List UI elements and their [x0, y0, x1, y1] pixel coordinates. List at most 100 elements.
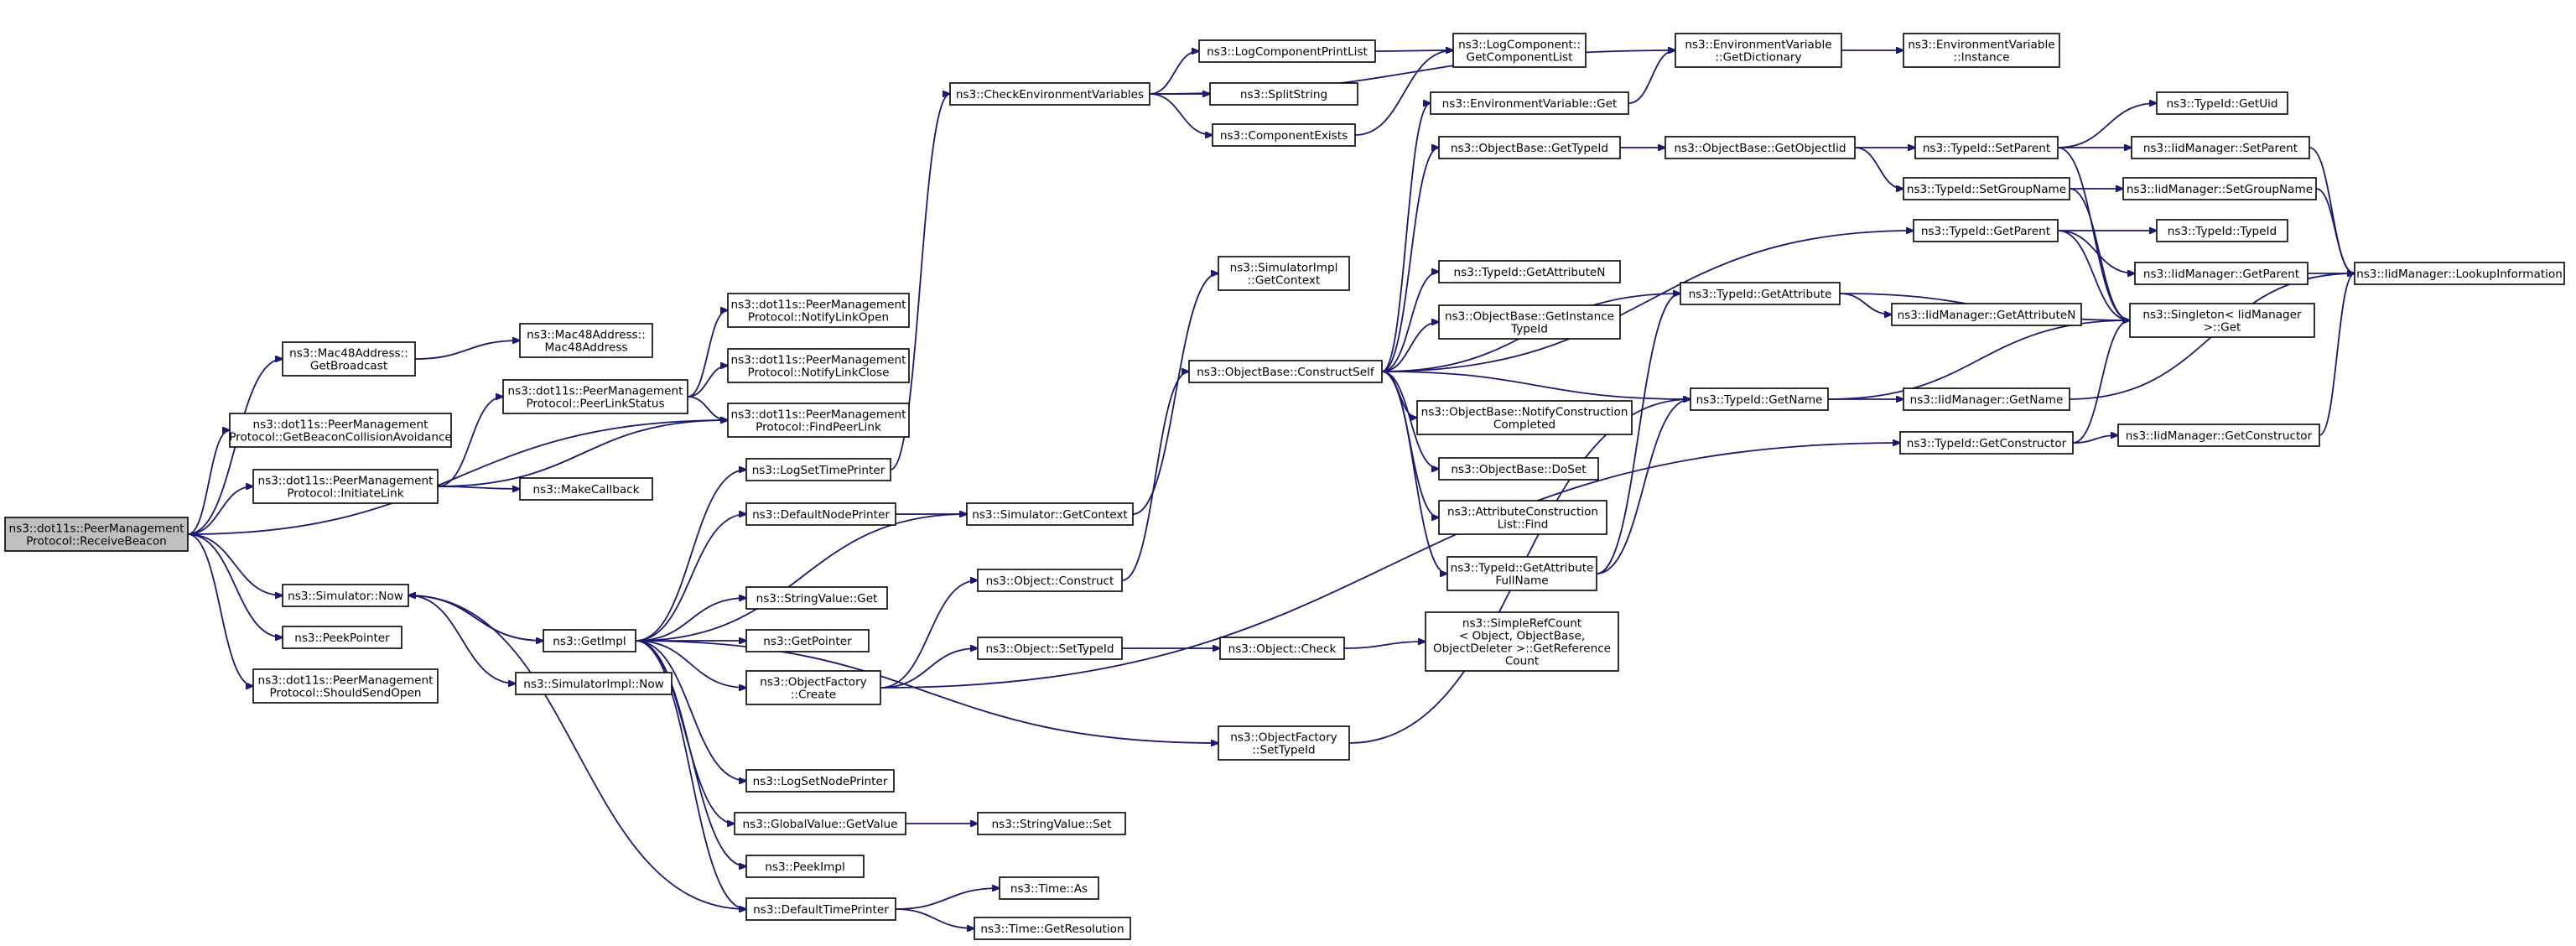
- function-node-iidLookupInformation[interactable]: ns3::IidManager::LookupInformation: [2354, 262, 2565, 285]
- call-edge-objFactoryCreate-to-typeIdGetConstructor: [880, 443, 1900, 689]
- function-node-objectCheck[interactable]: ns3::Object::Check: [1219, 637, 1345, 660]
- function-node-getPointer[interactable]: ns3::GetPointer: [745, 629, 870, 652]
- function-node-iidGetParent[interactable]: ns3::IidManager::GetParent: [2134, 262, 2309, 285]
- function-node-logSetNodePrinter[interactable]: ns3::LogSetNodePrinter: [745, 769, 895, 793]
- node-label-line: Count: [1505, 655, 1539, 668]
- node-box: [2354, 262, 2565, 285]
- node-label-line: < Object, ObjectBase,: [1459, 630, 1585, 643]
- function-node-logCompPrintList[interactable]: ns3::LogComponentPrintList: [1198, 39, 1376, 63]
- function-node-objectConstruct[interactable]: ns3::Object::Construct: [977, 569, 1123, 592]
- function-node-typeIdSetParent[interactable]: ns3::TypeId::SetParent: [1914, 136, 2059, 159]
- function-node-iidGetAttributeN[interactable]: ns3::IidManager::GetAttributeN: [1891, 303, 2082, 326]
- call-edge-logSetTimePrinter-to-checkEnvVars: [890, 94, 950, 470]
- function-node-notifyLinkOpen[interactable]: ns3::dot11s::PeerManagementProtocol::Not…: [727, 293, 910, 328]
- function-node-simImplGetContext[interactable]: ns3::SimulatorImpl::GetContext: [1218, 256, 1350, 291]
- function-node-peerLinkStatus[interactable]: ns3::dot11s::PeerManagementProtocol::Pee…: [502, 379, 688, 414]
- node-box: [1690, 387, 1829, 411]
- node-label-line: ns3::IidManager::SetParent: [2143, 142, 2298, 155]
- function-node-objBaseGetObjectIid[interactable]: ns3::ObjectBase::GetObjectIid: [1665, 136, 1856, 159]
- function-node-typeIdGetAttributeN[interactable]: ns3::TypeId::GetAttributeN: [1438, 260, 1621, 283]
- function-node-shouldSendOpen[interactable]: ns3::dot11s::PeerManagementProtocol::Sho…: [252, 668, 439, 704]
- function-node-mac48Ctor[interactable]: ns3::Mac48Address::Mac48Address: [519, 323, 653, 358]
- node-label-line: ns3::Singleton< IidManager: [2142, 309, 2302, 322]
- function-node-envVarInstance[interactable]: ns3::EnvironmentVariable::Instance: [1903, 33, 2060, 68]
- function-node-singletonGet[interactable]: ns3::Singleton< IidManager>::Get: [2129, 303, 2315, 338]
- function-node-typeIdSetGroupName[interactable]: ns3::TypeId::SetGroupName: [1903, 177, 2070, 200]
- function-node-splitString[interactable]: ns3::SplitString: [1209, 82, 1358, 106]
- function-node-makeCallback[interactable]: ns3::MakeCallback: [519, 477, 653, 501]
- call-edge-getImpl-to-peekImpl: [635, 640, 746, 866]
- function-node-simpleRefCount[interactable]: ns3::SimpleRefCount< Object, ObjectBase,…: [1425, 611, 1619, 672]
- function-node-typeIdGetAttribute[interactable]: ns3::TypeId::GetAttribute: [1680, 282, 1841, 305]
- node-box: [745, 855, 865, 878]
- node-box: [1219, 637, 1345, 660]
- function-node-objBaseConstructSelf[interactable]: ns3::ObjectBase::ConstructSelf: [1188, 360, 1383, 383]
- node-label-line: ns3::EnvironmentVariable: [1685, 39, 1831, 52]
- node-label-line: ::GetContext: [1248, 274, 1321, 288]
- function-node-stringValueGet[interactable]: ns3::StringValue::Get: [745, 586, 888, 610]
- function-node-getBroadcast[interactable]: ns3::Mac48Address::GetBroadcast: [282, 341, 416, 377]
- function-node-logCompGetList[interactable]: ns3::LogComponent::GetComponentList: [1452, 33, 1587, 68]
- function-node-peekPointer[interactable]: ns3::PeekPointer: [282, 626, 402, 649]
- function-node-logSetTimePrinter[interactable]: ns3::LogSetTimePrinter: [745, 458, 891, 481]
- function-node-timeGetResolution[interactable]: ns3::Time::GetResolution: [974, 917, 1131, 940]
- function-node-stringValueSet[interactable]: ns3::StringValue::Set: [977, 812, 1126, 835]
- call-edge-getImpl-to-simGetContext: [635, 514, 967, 642]
- function-node-componentExists[interactable]: ns3::ComponentExists: [1212, 123, 1356, 147]
- function-node-objBaseGetTypeId[interactable]: ns3::ObjectBase::GetTypeId: [1438, 136, 1621, 159]
- function-node-simGetContext[interactable]: ns3::Simulator::GetContext: [966, 502, 1134, 526]
- function-node-objBaseNotifyConstruction[interactable]: ns3::ObjectBase::NotifyConstructionCompl…: [1416, 400, 1633, 435]
- function-node-objFactoryCreate[interactable]: ns3::ObjectFactory::Create: [745, 670, 881, 705]
- function-node-findPeerLink[interactable]: ns3::dot11s::PeerManagementProtocol::Fin…: [727, 403, 910, 438]
- node-label-line: List::Find: [1498, 518, 1549, 532]
- function-node-objFactorySetTypeId[interactable]: ns3::ObjectFactory::SetTypeId: [1218, 725, 1350, 761]
- call-edge-getImpl-to-defaultNodePrinter: [635, 514, 746, 642]
- function-node-objectSetTypeId[interactable]: ns3::Object::SetTypeId: [977, 637, 1123, 660]
- function-node-simImplNow[interactable]: ns3::SimulatorImpl::Now: [515, 672, 673, 695]
- function-node-envVarGet[interactable]: ns3::EnvironmentVariable::Get: [1430, 91, 1629, 115]
- node-label-line: ns3::ObjectBase::GetObjectIid: [1675, 142, 1846, 155]
- function-node-typeIdGetUid[interactable]: ns3::TypeId::GetUid: [2156, 91, 2288, 115]
- function-node-simNow[interactable]: ns3::Simulator::Now: [282, 584, 409, 607]
- node-box: [734, 812, 906, 835]
- node-label-line: Protocol::FindPeerLink: [756, 421, 881, 434]
- function-node-typeIdGetName[interactable]: ns3::TypeId::GetName: [1690, 387, 1829, 411]
- function-node-getBeaconCollision[interactable]: ns3::dot11s::PeerManagementProtocol::Get…: [229, 413, 452, 448]
- node-label-line: ns3::GetImpl: [553, 635, 626, 648]
- call-edge-iidGetConstructor-to-iidLookupInformation: [2319, 273, 2355, 436]
- node-label-line: Protocol::PeerLinkStatus: [526, 398, 664, 411]
- function-node-objBaseDoSet[interactable]: ns3::ObjectBase::DoSet: [1438, 457, 1599, 481]
- function-node-peekImpl[interactable]: ns3::PeekImpl: [745, 855, 865, 878]
- node-box: [977, 569, 1123, 592]
- function-node-typeIdGetParent[interactable]: ns3::TypeId::GetParent: [1913, 219, 2059, 242]
- function-node-iidGetConstructor[interactable]: ns3::IidManager::GetConstructor: [2117, 424, 2320, 447]
- function-node-iidGetName[interactable]: ns3::IidManager::GetName: [1903, 387, 2070, 411]
- function-node-iidSetGroupName[interactable]: ns3::IidManager::SetGroupName: [2122, 177, 2317, 200]
- call-edge-defaultTimePrinter-to-simNow: [408, 595, 747, 910]
- function-node-defaultTimePrinter[interactable]: ns3::DefaultTimePrinter: [745, 897, 896, 921]
- function-node-typeIdTypeId[interactable]: ns3::TypeId::TypeId: [2156, 219, 2288, 242]
- function-node-initiateLink[interactable]: ns3::dot11s::PeerManagementProtocol::Ini…: [252, 469, 439, 504]
- function-node-receiveBeacon[interactable]: ns3::dot11s::PeerManagementProtocol::Rec…: [4, 517, 189, 552]
- function-node-envVarGetDictionary[interactable]: ns3::EnvironmentVariable::GetDictionary: [1675, 33, 1842, 68]
- function-node-notifyLinkClose[interactable]: ns3::dot11s::PeerManagementProtocol::Not…: [727, 348, 910, 383]
- node-box: [1438, 136, 1621, 159]
- function-node-iidSetParent[interactable]: ns3::IidManager::SetParent: [2131, 136, 2310, 159]
- node-label-line: ns3::ObjectFactory: [1230, 731, 1337, 745]
- call-edge-typeIdGetName-to-singletonGet: [1827, 320, 2130, 400]
- call-edge-objBaseConstructSelf-to-typeIdGetAttributeN: [1381, 272, 1439, 372]
- function-node-globalValueGetValue[interactable]: ns3::GlobalValue::GetValue: [734, 812, 906, 835]
- node-label-line: ns3::StringValue::Set: [992, 818, 1112, 831]
- function-node-timeAs[interactable]: ns3::Time::As: [999, 876, 1099, 900]
- call-edge-objFactoryCreate-to-objectConstruct: [880, 580, 978, 689]
- function-node-getImpl[interactable]: ns3::GetImpl: [543, 629, 636, 652]
- node-box: [745, 670, 881, 705]
- function-node-typeIdGetConstructor[interactable]: ns3::TypeId::GetConstructor: [1899, 431, 2074, 455]
- call-edge-typeIdSetParent-to-typeIdGetUid: [2057, 103, 2157, 148]
- function-node-checkEnvVars[interactable]: ns3::CheckEnvironmentVariables: [949, 82, 1150, 106]
- node-label-line: ::Create: [791, 689, 836, 702]
- function-node-defaultNodePrinter[interactable]: ns3::DefaultNodePrinter: [745, 502, 896, 526]
